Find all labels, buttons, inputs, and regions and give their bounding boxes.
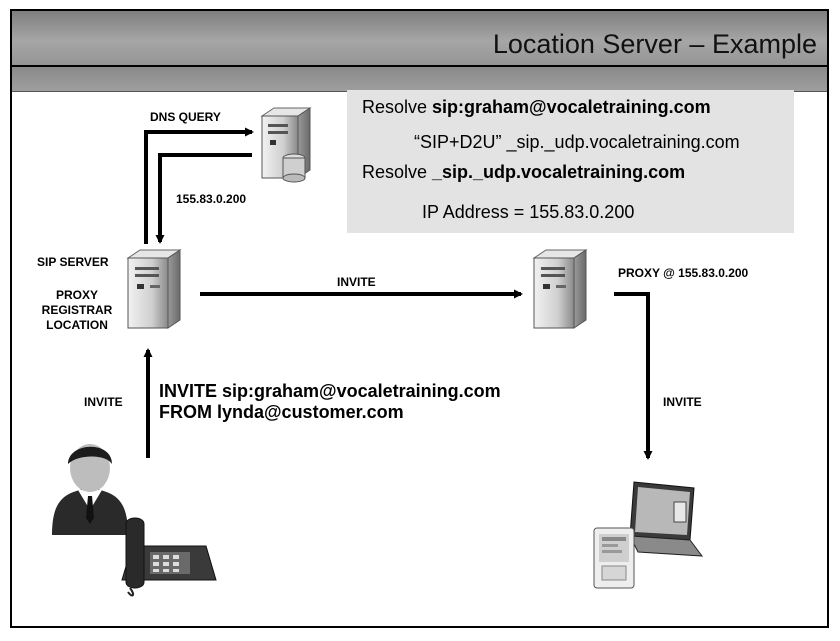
- info-line-2: “SIP+D2U” _sip._udp.vocaletraining.com: [414, 132, 740, 152]
- invite-left-label: INVITE: [84, 395, 123, 409]
- info-line-3: Resolve _sip._udp.vocaletraining.com: [362, 162, 685, 183]
- info-line-1: Resolve sip:graham@vocaletraining.com: [362, 97, 711, 118]
- dns-ip-label: 155.83.0.200: [176, 192, 247, 206]
- info-line-1-prefix: Resolve: [362, 97, 433, 117]
- invite-right-label: INVITE: [663, 395, 702, 409]
- slide-title: Location Server – Example: [492, 29, 817, 59]
- resolution-info-box: Resolve sip:graham@vocaletraining.com “S…: [347, 90, 794, 233]
- dns-query-arrow: [144, 127, 254, 244]
- proxy-address-label: PROXY @ 155.83.0.200: [618, 266, 749, 280]
- invite-message: INVITE sip:graham@vocaletraining.com FRO…: [159, 381, 501, 423]
- proxy-role-label: PROXY: [55, 288, 98, 302]
- location-role-label: LOCATION: [46, 318, 108, 332]
- invite-message-line-1: INVITE sip:graham@vocaletraining.com: [159, 381, 501, 401]
- proxy-server-icon: [532, 249, 588, 329]
- dns-query-label: DNS QUERY: [150, 110, 221, 124]
- sip-server-label: SIP SERVER: [37, 255, 109, 269]
- telephone-icon: [121, 517, 217, 597]
- registrar-role-label: REGISTRAR: [41, 303, 113, 317]
- invite-top-label: INVITE: [337, 275, 376, 289]
- invite-arrow-right: [614, 292, 653, 460]
- title-bar: Location Server – Example: [12, 11, 827, 67]
- info-line-3-uri: _sip._udp.vocaletraining.com: [432, 162, 686, 182]
- invite-message-line-2: FROM lynda@customer.com: [159, 402, 404, 422]
- info-line-4: IP Address = 155.83.0.200: [422, 202, 635, 222]
- info-line-1-uri: sip:graham@vocaletraining.com: [432, 97, 711, 117]
- laptop-pda-icon: [593, 481, 704, 589]
- dns-server-icon: [260, 107, 312, 183]
- info-line-3-prefix: Resolve: [362, 162, 433, 182]
- dns-response-arrow: [155, 153, 252, 244]
- sip-server-icon: [126, 249, 182, 329]
- user-icon: [52, 444, 128, 535]
